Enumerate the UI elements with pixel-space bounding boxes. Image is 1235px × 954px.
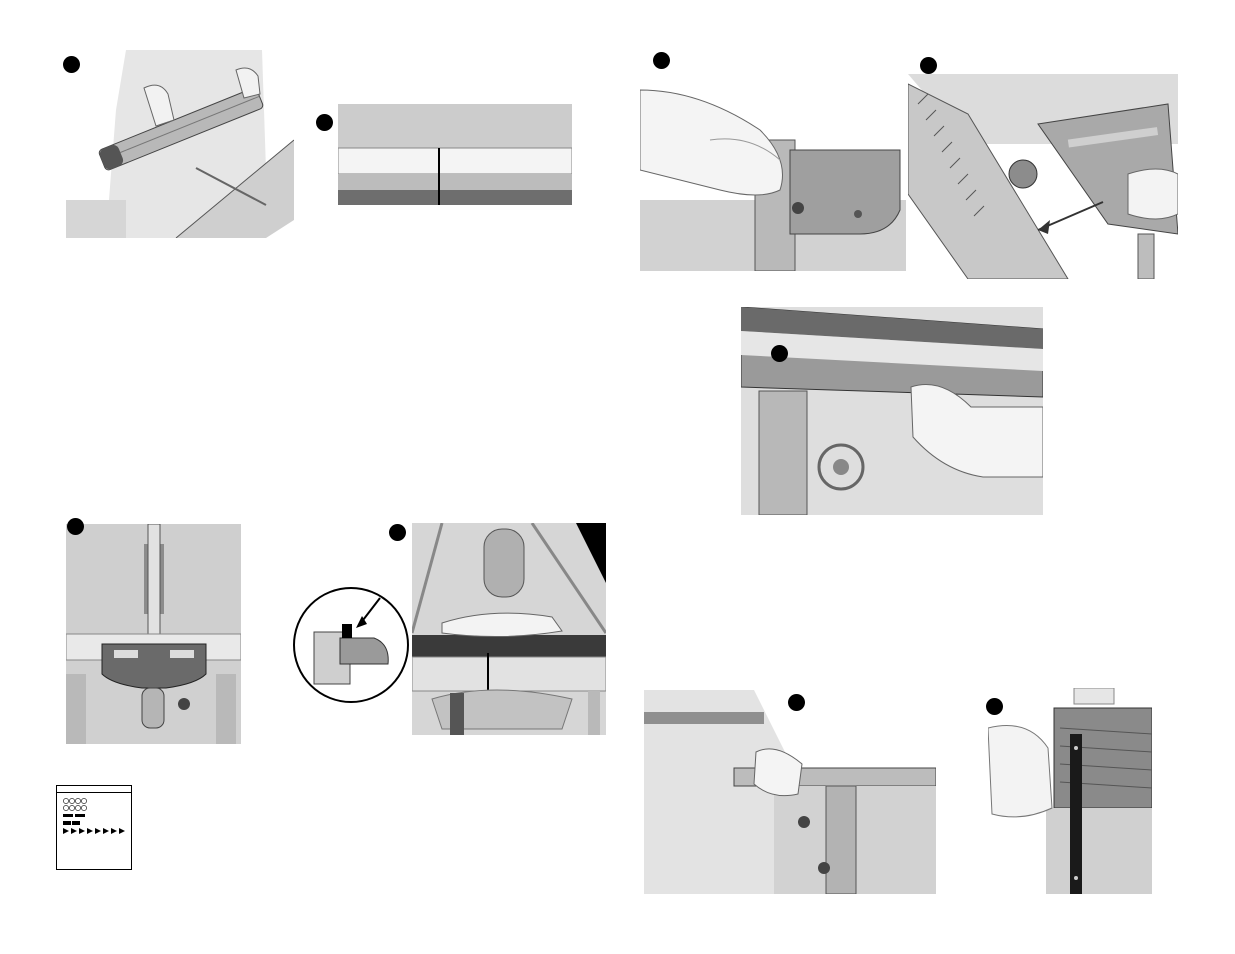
- figure-fence-top-view: [66, 524, 241, 744]
- thumbnail-header: [57, 786, 131, 793]
- step-marker: [63, 56, 80, 73]
- figure-detail-circle: [292, 586, 410, 704]
- figure-fence-slide: [908, 74, 1178, 279]
- hand-with-square-on-table-icon: [988, 688, 1152, 894]
- page-thumbnail-icon: [57, 793, 131, 853]
- figure-hand-on-rail: [412, 523, 606, 735]
- step-marker: [389, 524, 406, 541]
- figure-hand-on-panel: [741, 307, 1043, 515]
- fence-top-view-on-table-icon: [66, 524, 241, 744]
- step-marker: [920, 57, 937, 74]
- rail-alignment-mark-icon: [338, 104, 572, 205]
- person-lifting-extension-icon: [644, 690, 936, 894]
- step-marker: [986, 698, 1003, 715]
- detail-circle-icon: [292, 586, 410, 704]
- figure-hand-holding-rail: [66, 50, 294, 238]
- step-marker: [316, 114, 333, 131]
- figure-person-lifting: [644, 690, 936, 894]
- step-marker: [67, 518, 84, 535]
- page-thumbnail: [56, 785, 132, 870]
- figure-square-on-table: [988, 688, 1152, 894]
- figure-rail-alignment: [338, 104, 572, 205]
- hand-on-rail-bracket-icon: [640, 80, 906, 271]
- figure-hand-on-bracket: [640, 80, 906, 271]
- hand-holding-fence-rail-icon: [66, 50, 294, 238]
- step-marker: [653, 52, 670, 69]
- step-marker: [788, 694, 805, 711]
- hand-on-rail-icon: [412, 523, 606, 735]
- fence-slide-on-rail-arrow-icon: [908, 74, 1178, 279]
- step-marker: [771, 345, 788, 362]
- hand-on-extension-panel-icon: [741, 307, 1043, 515]
